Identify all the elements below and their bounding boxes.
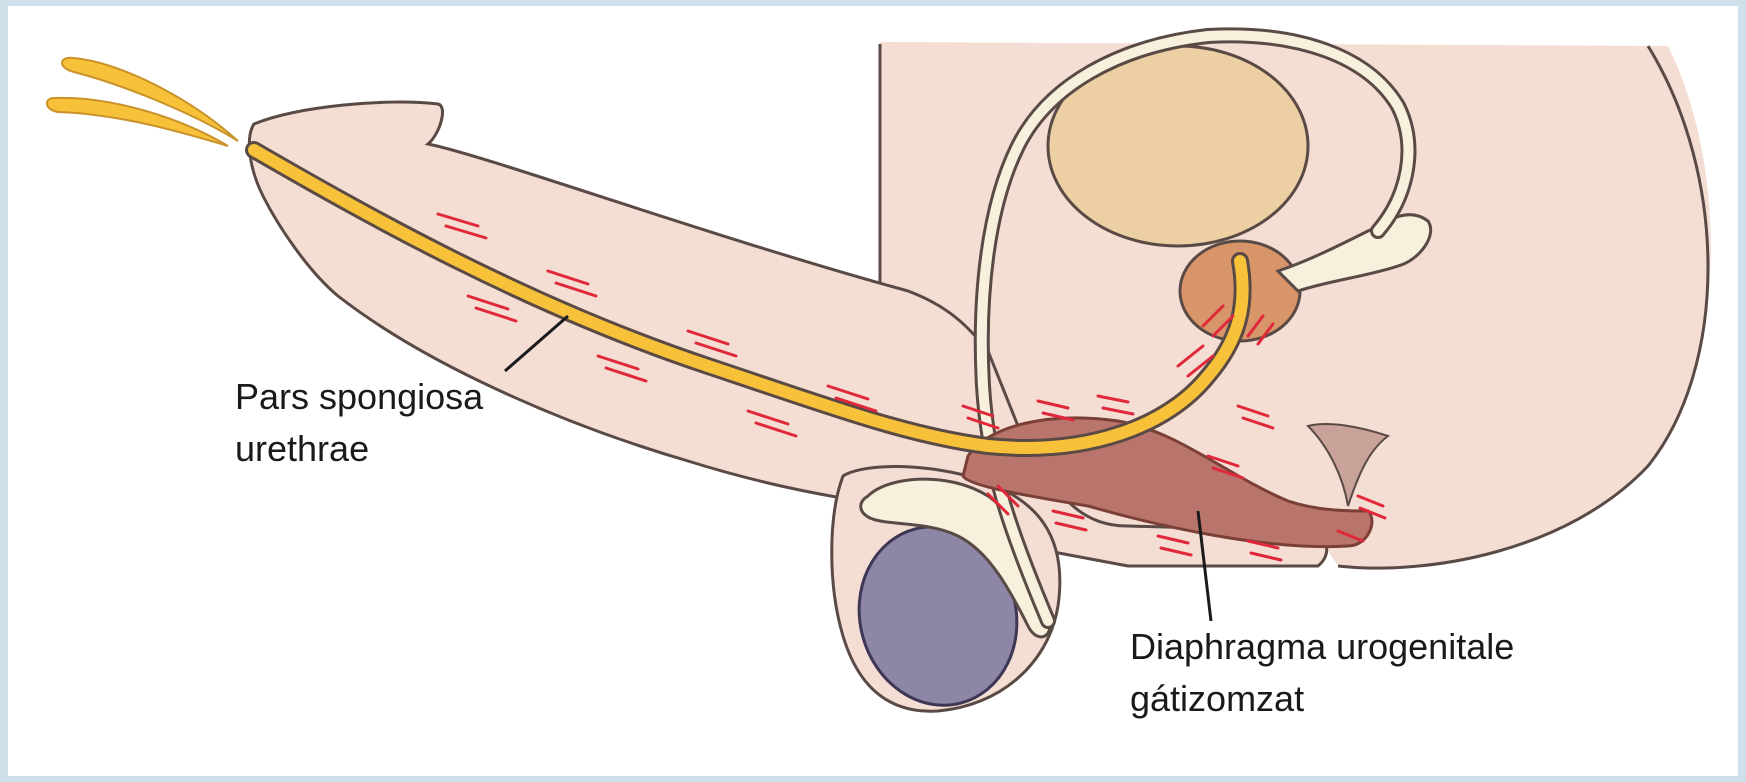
diaphragm-label-line1: Diaphragma urogenitale (1130, 621, 1514, 673)
diagram-canvas: Pars spongiosa urethrae Diaphragma uroge… (8, 6, 1738, 776)
diaphragm-label-line2: gátizomzat (1130, 673, 1514, 725)
urethra-label-line2: urethrae (235, 423, 483, 475)
urethra-label: Pars spongiosa urethrae (235, 371, 483, 475)
urethra-label-line1: Pars spongiosa (235, 371, 483, 423)
diaphragm-label: Diaphragma urogenitale gátizomzat (1130, 621, 1514, 725)
ejaculate-stream-lower (47, 98, 228, 146)
